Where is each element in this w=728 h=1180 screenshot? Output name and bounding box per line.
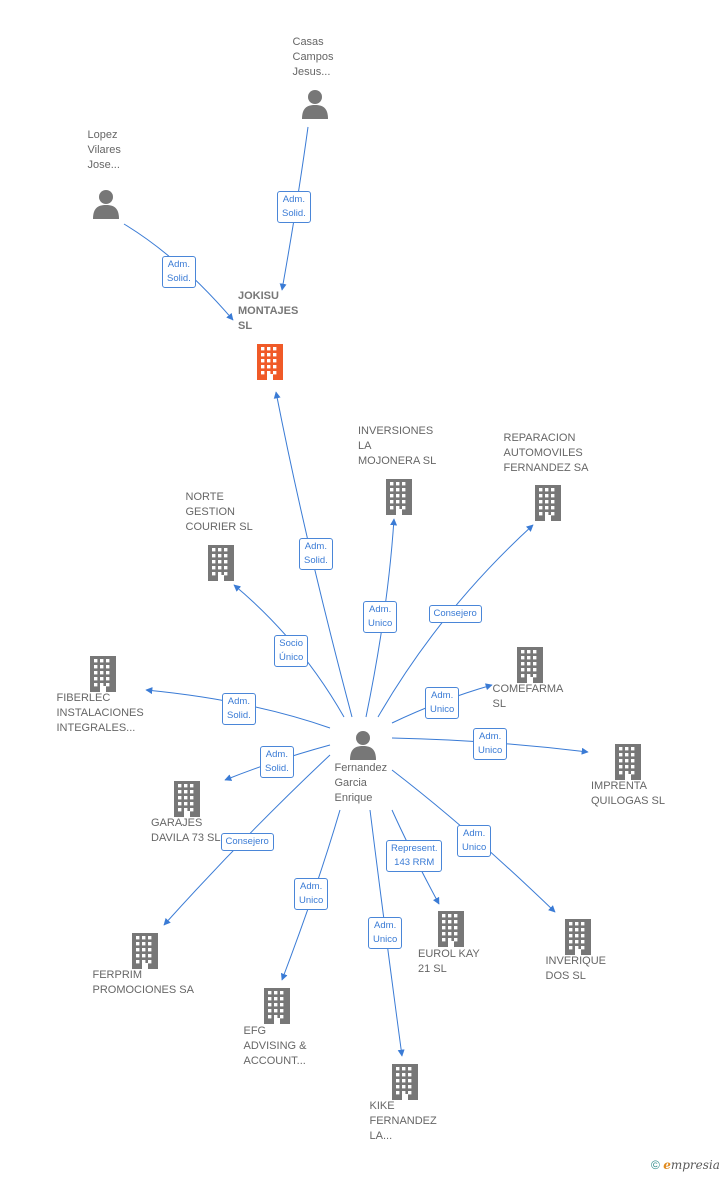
node-label-fiberlec[interactable]: FIBERLEC INSTALACIONES INTEGRALES... (56, 692, 144, 734)
edge-label-fernandez-jokisu[interactable]: Adm. Solid. (299, 538, 333, 570)
node-label-comefarma[interactable]: COMEFARMA SL (492, 683, 564, 710)
node-label-ferprim[interactable]: FERPRIM PROMOCIONES SA (92, 969, 194, 996)
node-norte[interactable] (206, 545, 236, 581)
edge-label-fernandez-kike[interactable]: Adm. Unico (368, 917, 403, 949)
edge-label-fernandez-fiberlec[interactable]: Adm. Solid. (222, 693, 256, 725)
edge-label-fernandez-imprenta[interactable]: Adm. Unico (473, 728, 508, 760)
edge-label-fernandez-reparacion[interactable]: Consejero (428, 605, 482, 623)
node-label-jokisu[interactable]: JOKISU MONTAJES SL (238, 290, 299, 332)
brand-logo: empresia (663, 1158, 720, 1172)
edge-label-fernandez-ferprim[interactable]: Consejero (220, 833, 274, 851)
building-icon (208, 545, 234, 581)
building-icon (535, 485, 561, 521)
node-label-norte[interactable]: NORTE GESTION COURIER SL (185, 491, 253, 533)
building-icon (438, 911, 464, 947)
node-inversiones[interactable] (384, 479, 414, 515)
node-label-reparacion[interactable]: REPARACION AUTOMOVILES FERNANDEZ SA (503, 432, 589, 474)
node-efg[interactable] (262, 988, 292, 1024)
node-label-efg[interactable]: EFG ADVISING & ACCOUNT... (243, 1025, 307, 1067)
person-icon (350, 731, 376, 760)
node-lopez[interactable] (92, 189, 120, 219)
building-icon (132, 933, 158, 969)
node-inverique[interactable] (563, 919, 593, 955)
edge-label-fernandez-efg[interactable]: Adm. Unico (294, 878, 329, 910)
node-imprenta[interactable] (613, 744, 643, 780)
node-label-lopez[interactable]: Lopez Vilares Jose... (87, 129, 121, 171)
edge-label-fernandez-garajes[interactable]: Adm. Solid. (260, 746, 294, 778)
node-ferprim[interactable] (130, 933, 160, 969)
node-fernandez[interactable] (349, 730, 377, 760)
node-label-imprenta[interactable]: IMPRENTA QUILOGAS SL (591, 780, 665, 807)
building-icon (565, 919, 591, 955)
node-label-eurol[interactable]: EUROL KAY 21 SL (418, 948, 480, 975)
building-icon (386, 479, 412, 515)
node-eurol[interactable] (436, 911, 466, 947)
footer-brand: © empresia (651, 1158, 720, 1172)
node-fiberlec[interactable] (88, 656, 118, 692)
building-icon (90, 656, 116, 692)
node-reparacion[interactable] (533, 485, 563, 521)
node-garajes[interactable] (172, 781, 202, 817)
person-icon (302, 90, 328, 119)
node-casas[interactable] (301, 89, 329, 119)
edge-label-fernandez-norte[interactable]: Socio Único (274, 635, 309, 667)
edge-label-casas-jokisu[interactable]: Adm. Solid. (277, 191, 311, 223)
node-jokisu[interactable] (255, 344, 285, 380)
brand-name: mpresia (670, 1158, 720, 1172)
edge-label-fernandez-inversiones[interactable]: Adm. Unico (363, 601, 398, 633)
building-icon (264, 988, 290, 1024)
person-icon (93, 190, 119, 219)
node-label-inverique[interactable]: INVERIQUE DOS SL (545, 955, 607, 982)
edge-label-lopez-jokisu[interactable]: Adm. Solid. (162, 256, 196, 288)
building-icon (392, 1064, 418, 1100)
node-label-inversiones[interactable]: INVERSIONES LA MOJONERA SL (358, 425, 437, 467)
node-label-kike[interactable]: KIKE FERNANDEZ LA... (369, 1100, 437, 1142)
building-icon (174, 781, 200, 817)
node-kike[interactable] (390, 1064, 420, 1100)
copyright-symbol: © (651, 1158, 660, 1172)
node-label-garajes[interactable]: GARAJES DAVILA 73 SL (151, 817, 221, 844)
edge-label-fernandez-eurol[interactable]: Represent. 143 RRM (386, 840, 443, 872)
building-icon (517, 647, 543, 683)
edge-label-fernandez-comefarma[interactable]: Adm. Unico (425, 687, 460, 719)
node-comefarma[interactable] (515, 647, 545, 683)
brand-initial: e (663, 1158, 671, 1172)
node-label-casas[interactable]: Casas Campos Jesus... (292, 36, 334, 78)
node-label-fernandez[interactable]: Fernandez Garcia Enrique (334, 762, 388, 804)
building-icon (615, 744, 641, 780)
edge-label-fernandez-inverique[interactable]: Adm. Unico (457, 825, 492, 857)
building-icon (257, 344, 283, 380)
